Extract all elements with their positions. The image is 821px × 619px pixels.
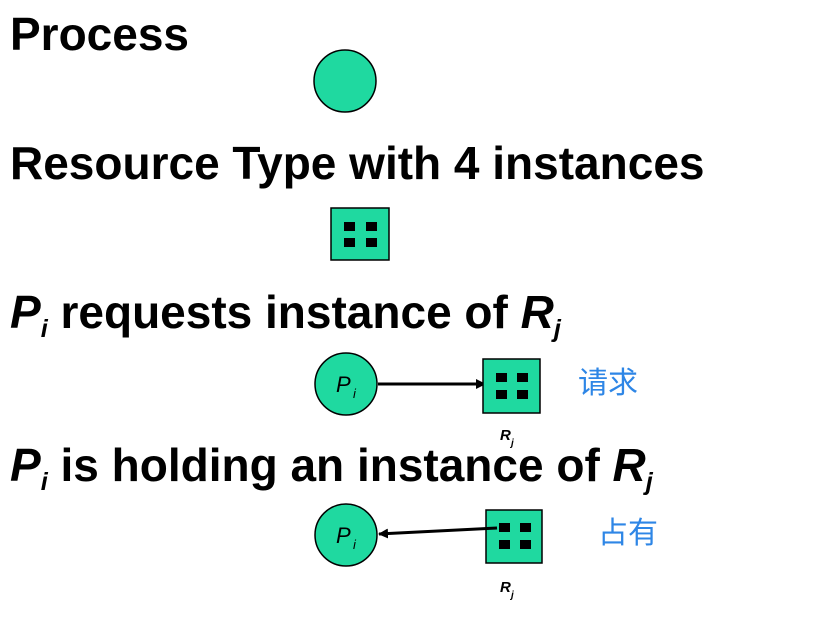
instance-dot: [496, 373, 507, 382]
process-subscript: i: [40, 314, 48, 343]
resource-label: R: [500, 427, 511, 444]
process-label-subscript: i: [353, 537, 357, 552]
resource-subscript: j: [553, 314, 561, 343]
instance-dot: [366, 222, 377, 231]
resource-label-subscript: j: [509, 438, 514, 449]
resource-symbol: R: [520, 286, 554, 338]
handwritten-note-holding: 占有: [598, 516, 658, 551]
instance-dot: [344, 222, 355, 231]
heading-process: Process: [10, 8, 190, 60]
process-subscript: i: [40, 467, 48, 496]
assignment-edge-diagram: P i R j 占有: [314, 503, 658, 601]
process-symbol: P: [10, 439, 41, 491]
process-node: [314, 352, 378, 416]
instance-dot: [520, 523, 531, 532]
instance-dot: [499, 540, 510, 549]
instance-dot: [517, 373, 528, 382]
process-label-subscript: i: [353, 386, 357, 401]
instance-dot: [496, 390, 507, 399]
process-symbol: P: [10, 286, 41, 338]
resource-label: R: [500, 579, 511, 596]
heading-request: Pi requests instance of Rj: [10, 289, 561, 342]
resource-node: [485, 509, 543, 564]
process-label: P: [336, 523, 351, 548]
resource-node: [482, 358, 541, 414]
handwritten-note-request: 请求: [578, 366, 638, 401]
resource-subscript: j: [645, 467, 653, 496]
resource-symbol: R: [612, 439, 646, 491]
heading-resource-type: Resource Type with 4 instances: [10, 137, 705, 189]
holding-text: is holding an instance of: [47, 439, 613, 491]
request-text: requests instance of: [47, 286, 521, 338]
assignment-arrow: [378, 526, 498, 539]
instance-dot: [344, 238, 355, 247]
resource-label-subscript: j: [509, 590, 514, 601]
instance-dot: [520, 540, 531, 549]
process-node: [313, 49, 377, 113]
heading-holding: Pi is holding an instance of Rj: [10, 442, 653, 495]
instance-dot: [517, 390, 528, 399]
instance-dot: [499, 523, 510, 532]
instance-dot: [366, 238, 377, 247]
process-node: [314, 503, 378, 567]
request-edge-diagram: P i R j 请求: [314, 352, 638, 449]
process-label: P: [336, 372, 351, 397]
resource-node: [330, 207, 390, 261]
